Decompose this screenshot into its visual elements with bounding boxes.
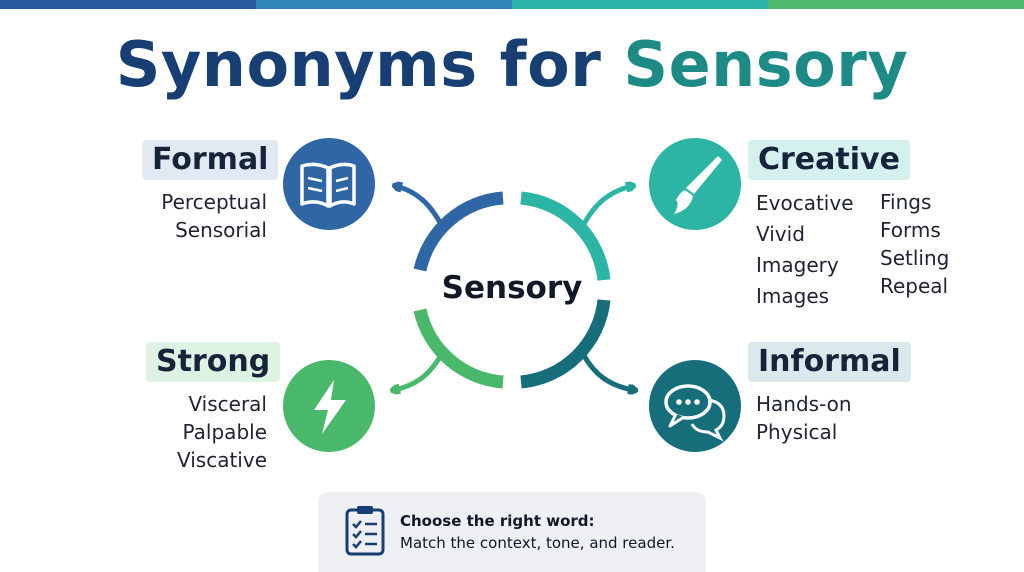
title-part-1: Synonyms for <box>115 28 602 101</box>
creative-word: Vivid <box>756 222 805 246</box>
strong-word: Visceral <box>188 392 267 416</box>
lightning-icon <box>283 360 375 452</box>
strong-word: Viscative <box>176 448 267 472</box>
creative-word: Fings <box>880 190 932 214</box>
arrow-strong <box>394 346 448 390</box>
informal-word: Hands-on <box>756 392 852 416</box>
arrow-informal <box>577 346 634 390</box>
strong-words: Visceral Palpable Viscative <box>140 390 267 474</box>
arrow-formal <box>396 186 448 234</box>
creative-words-col2: Fings Forms Setling Repeal <box>880 188 949 300</box>
top-color-bar <box>0 0 1024 9</box>
ring-segment-formal <box>413 191 504 272</box>
strong-label: Strong <box>146 342 281 382</box>
creative-word: Repeal <box>880 274 949 298</box>
tip-box: Choose the right word: Match the context… <box>318 492 706 572</box>
creative-word: Setling <box>880 246 950 270</box>
informal-word: Physical <box>756 420 838 444</box>
creative-word: Imagery <box>756 253 839 277</box>
strong-word: Palpable <box>182 420 267 444</box>
top-bar-segment <box>512 0 768 9</box>
creative-label: Creative <box>748 140 910 180</box>
ring-segment-creative <box>520 191 611 281</box>
creative-word: Images <box>756 284 830 308</box>
creative-word: Evocative <box>756 191 854 215</box>
informal-label: Informal <box>748 342 911 382</box>
creative-words-col1: Evocative Vivid Imagery Images <box>756 188 854 312</box>
title-part-2: Sensory <box>623 28 909 101</box>
page-title: Synonyms for Sensory <box>0 28 1024 101</box>
top-bar-segment <box>0 0 256 9</box>
top-bar-segment <box>768 0 1024 9</box>
ring-segment-strong <box>413 308 504 389</box>
ring-segment-informal <box>520 299 611 389</box>
informal-words: Hands-on Physical <box>756 390 852 446</box>
tip-title: Choose the right word: <box>400 512 595 530</box>
center-label: Sensory <box>441 270 583 306</box>
top-bar-segment <box>256 0 512 9</box>
chat-bubbles-icon <box>649 360 741 452</box>
book-icon <box>283 138 375 230</box>
arrow-creative <box>577 186 632 234</box>
formal-word: Sensorial <box>175 218 267 242</box>
formal-word: Perceptual <box>161 190 267 214</box>
tip-text: Match the context, tone, and reader. <box>400 534 675 552</box>
clipboard-checklist-icon <box>345 506 385 556</box>
creative-word: Forms <box>880 218 941 242</box>
formal-label: Formal <box>142 140 279 180</box>
paintbrush-icon <box>649 138 741 230</box>
formal-words: Perceptual Sensorial <box>140 188 267 244</box>
